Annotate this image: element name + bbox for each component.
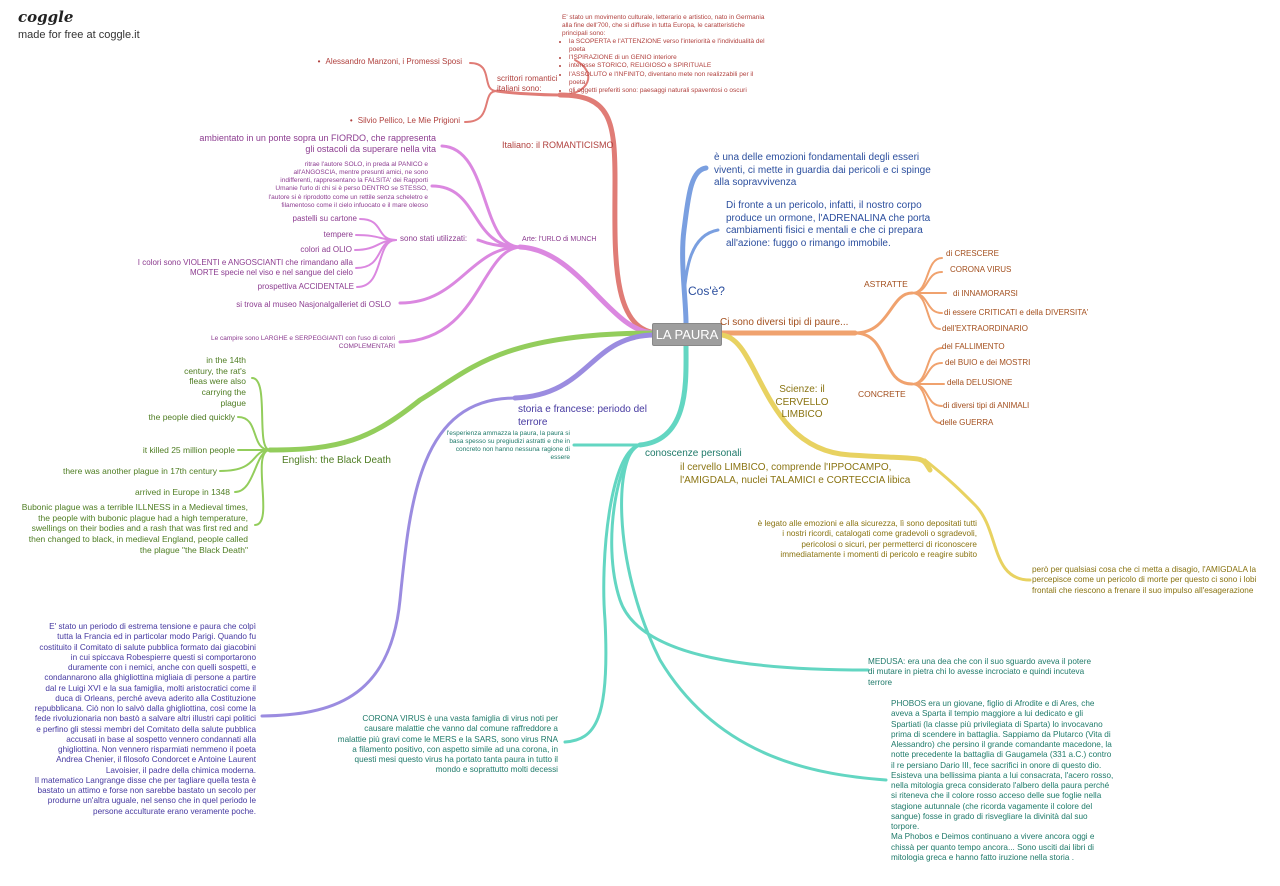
english-item: there was another plague in 17th century [62, 466, 217, 476]
scrittore-pellico: Silvio Pellico, Le Mie Prigioni [300, 116, 460, 126]
romanticismo-point: l'ISPIRAZIONE di un GENIO interiore [569, 54, 769, 62]
paura-astratta: di INNAMORARSI [953, 289, 1018, 298]
cose-item: è una delle emozioni fondamentali degli … [714, 152, 931, 188]
storia-text: E' stato un periodo di estrema tensione … [34, 622, 256, 816]
utilizzati-label[interactable]: sono stati utilizzati: [400, 234, 468, 243]
arte-ritrae: ritrae l'autore SOLO, in preda al PANICO… [268, 161, 429, 209]
english-item: arrived in Europe in 1348 [135, 487, 230, 497]
astratte-label[interactable]: ASTRATTE [864, 279, 908, 289]
conoscenze-medusa: MEDUSA: era una dea che con il suo sguar… [868, 657, 1092, 687]
branch-cose [680, 165, 720, 326]
cose-label[interactable]: Cos'è? [688, 284, 725, 298]
scienze-pero: però per qualsiasi cosa che ci metta a d… [1032, 565, 1257, 595]
paura-concreta: delle GUERRA [940, 418, 994, 427]
concrete-label[interactable]: CONCRETE [858, 389, 906, 399]
paura-astratta: di CRESCERE [946, 249, 999, 258]
scrittore-manzoni: Alessandro Manzoni, i Promessi Sposi [300, 57, 462, 67]
scienze-label[interactable]: Scienze: il CERVELLO LIMBICO [775, 384, 829, 420]
romanticismo-intro: E' stato un movimento culturale, lettera… [562, 14, 765, 38]
scienze-limbico: il cervello LIMBICO, comprende l'IPPOCAM… [680, 462, 911, 486]
arte-label[interactable]: Arte: l'URLO di MUNCH [522, 236, 597, 243]
conoscenze-label[interactable]: conoscenze personali [645, 448, 742, 459]
paura-concreta: della DELUSIONE [947, 378, 1013, 387]
english-item: in the 14th century, the rat's fleas wer… [184, 355, 246, 408]
scrittori-label[interactable]: scrittori romantici italiani sono: [497, 74, 558, 93]
arte-campire: Le campire sono LARGHE e SERPEGGIANTI co… [210, 335, 395, 351]
conoscenze-esperienza: l'esperienza ammazza la paura, la paura … [446, 430, 570, 462]
paura-concreta: di diversi tipi di ANIMALI [943, 401, 1030, 410]
english-item: it killed 25 million people [142, 445, 235, 455]
romanticismo-point: l'ASSOLUTO e l'INFINITO, diventano mete … [569, 71, 769, 87]
conoscenze-corona: CORONA VIRUS è una vasta famiglia di vir… [337, 714, 558, 775]
branch-tipi [717, 257, 947, 424]
conoscenze-phobos: PHOBOS era un giovane, figlio di Afrodit… [891, 699, 1114, 862]
utilizzato-item: pastelli su cartone [292, 214, 357, 223]
utilizzato-item: colori ad OLIO [300, 245, 352, 254]
branch-english [219, 330, 658, 526]
scienze-legato: è legato alle emozioni e alla sicurezza,… [757, 519, 977, 559]
arte-museo: si trova al museo Nasjonalgalleriet di O… [236, 300, 391, 309]
tagline: made for free at coggle.it [18, 29, 140, 41]
storia-label[interactable]: storia e francese: periodo del terrore [518, 404, 647, 428]
coggle-logo: coggle [18, 8, 74, 26]
utilizzato-item: I colori sono VIOLENTI e ANGOSCIANTI che… [137, 258, 353, 277]
english-item: the people died quickly [148, 412, 235, 422]
paura-astratta: dell'EXTRAORDINARIO [942, 324, 1028, 333]
utilizzato-item: prospettiva ACCIDENTALE [257, 282, 354, 291]
paura-astratta: CORONA VIRUS [950, 265, 1012, 274]
cose-item: Di fronte a un pericolo, infatti, il nos… [726, 200, 931, 249]
tipi-label[interactable]: Ci sono diversi tipi di paure... [720, 317, 849, 328]
romanticismo-points: la SCOPERTA e l'ATTENZIONE verso l'inter… [557, 38, 769, 95]
root-node[interactable]: LA PAURA [652, 323, 722, 346]
romanticismo-point: gli oggetti preferiti sono: paesaggi nat… [569, 87, 769, 95]
italiano-label[interactable]: Italiano: il ROMANTICISMO [502, 140, 614, 150]
romanticismo-point: interesse STORICO, RELIGIOSO e SPIRITUAL… [569, 62, 769, 70]
branch-italiano [464, 59, 663, 336]
branch-conoscenze [563, 342, 888, 782]
branch-arte [354, 144, 658, 344]
english-label[interactable]: English: the Black Death [282, 455, 391, 466]
romanticismo-point: la SCOPERTA e l'ATTENZIONE verso l'inter… [569, 38, 769, 54]
english-item: Bubonic plague was a terrible ILLNESS in… [21, 502, 248, 555]
arte-ponte: ambientato in un ponte sopra un FIORDO, … [199, 133, 436, 155]
branch-scienze [717, 332, 1032, 582]
paura-concreta: del BUIO e dei MOSTRI [945, 358, 1031, 367]
utilizzato-item: tempere [323, 230, 353, 239]
branch-storia [260, 332, 658, 718]
paura-astratta: di essere CRITICATI e della DIVERSITA' [944, 308, 1089, 317]
paura-concreta: del FALLIMENTO [942, 342, 1005, 351]
